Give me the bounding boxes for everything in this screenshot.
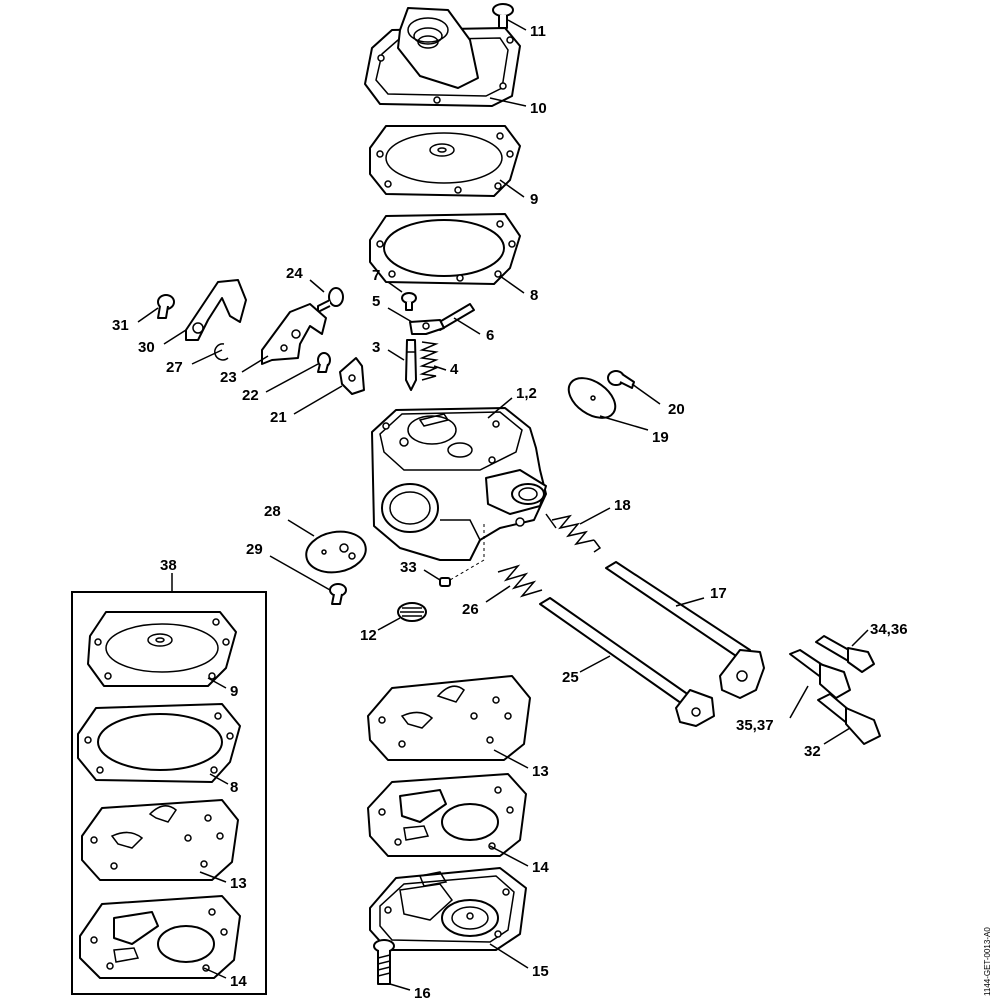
callout-10: 10: [530, 100, 547, 117]
part-32-adjusting-screw: [817, 693, 881, 745]
kit-part-13-gasket: [81, 799, 239, 881]
callout-19: 19: [652, 429, 669, 446]
part-7-screw: [401, 292, 417, 311]
part-24-screw: [317, 287, 344, 313]
callout-labels: 11 10 9 8 24 7 5 6 31 30 27 23 3 4 22 21…: [112, 23, 908, 1000]
part-19-disc: [567, 377, 617, 419]
callout-12: 12: [360, 627, 377, 644]
part-3-inlet-needle: [405, 339, 417, 391]
part-9-diaphragm: [369, 125, 521, 197]
callout-17: 17: [710, 585, 727, 602]
part-4-spring: [419, 341, 439, 381]
callout-21: 21: [270, 409, 287, 426]
callout-13: 13: [532, 763, 549, 780]
part-20-screw: [607, 370, 635, 389]
callout-23: 23: [220, 369, 237, 386]
callout-7: 7: [372, 267, 380, 284]
part-22-screw: [317, 352, 331, 373]
callout-22: 22: [242, 387, 259, 404]
callout-31: 31: [112, 317, 129, 334]
callout-15: 15: [532, 963, 549, 980]
part-8-gasket: [369, 213, 521, 285]
part-18-spring: [545, 513, 602, 553]
callout-38: 38: [160, 557, 177, 574]
drawing-code: 1144-GET-0013-A0: [983, 927, 992, 996]
part-5-lever: [409, 319, 445, 335]
part-30-lever: [185, 279, 247, 341]
callout-26: 26: [462, 601, 479, 618]
part-1-2-carburetor-body: [371, 407, 547, 581]
kit-callout-9: 9: [230, 683, 238, 700]
callout-25: 25: [562, 669, 579, 686]
callout-33: 33: [400, 559, 417, 576]
kit-callout-8: 8: [230, 779, 238, 796]
callout-28: 28: [264, 503, 281, 520]
part-31-screw: [157, 294, 175, 319]
callout-32: 32: [804, 743, 821, 760]
part-29-screw: [329, 583, 347, 605]
callout-27: 27: [166, 359, 183, 376]
kit-part-8-gasket: [77, 703, 241, 783]
callout-4: 4: [450, 361, 459, 378]
callout-3: 3: [372, 339, 380, 356]
callout-16: 16: [414, 985, 431, 1000]
part-16-screw: [373, 939, 395, 985]
callout-30: 30: [138, 339, 155, 356]
part-10-cover: [364, 7, 521, 107]
part-14-gasket: [367, 773, 527, 857]
callout-11: 11: [530, 23, 546, 40]
callout-6: 6: [486, 327, 494, 344]
callout-5: 5: [372, 293, 380, 310]
part-35-37-adjusting-screw: [789, 649, 851, 699]
part-26-spring: [497, 564, 543, 598]
callout-9: 9: [530, 191, 538, 208]
part-33-plug: [439, 577, 451, 587]
kit-callout-14: 14: [230, 973, 247, 990]
part-15-pump-body: [369, 867, 527, 951]
part-11-screw: [492, 3, 514, 29]
callout-20: 20: [668, 401, 685, 418]
kit-part-14-gasket: [79, 895, 241, 979]
kit-part-9-diaphragm: [87, 611, 237, 687]
callout-24: 24: [286, 265, 303, 282]
callout-29: 29: [246, 541, 263, 558]
part-17-shaft: [605, 561, 765, 699]
callout-1-2: 1,2: [516, 385, 537, 402]
part-21-bracket: [339, 357, 365, 395]
part-25-shaft: [539, 597, 715, 727]
kit-38-box: [71, 573, 267, 995]
callout-34-36: 34,36: [870, 621, 908, 638]
part-28-disc: [305, 530, 367, 574]
callout-18: 18: [614, 497, 631, 514]
kit-callout-13: 13: [230, 875, 247, 892]
callout-35-37: 35,37: [736, 717, 774, 734]
part-27-clip: [214, 343, 229, 361]
part-13-gasket: [367, 675, 531, 761]
part-34-36-adjusting-screw: [815, 635, 875, 673]
callout-14: 14: [532, 859, 549, 876]
part-12-screen: [397, 602, 427, 622]
callout-8: 8: [530, 287, 538, 304]
part-23-lever: [261, 303, 327, 365]
leader-lines: [137, 19, 869, 991]
